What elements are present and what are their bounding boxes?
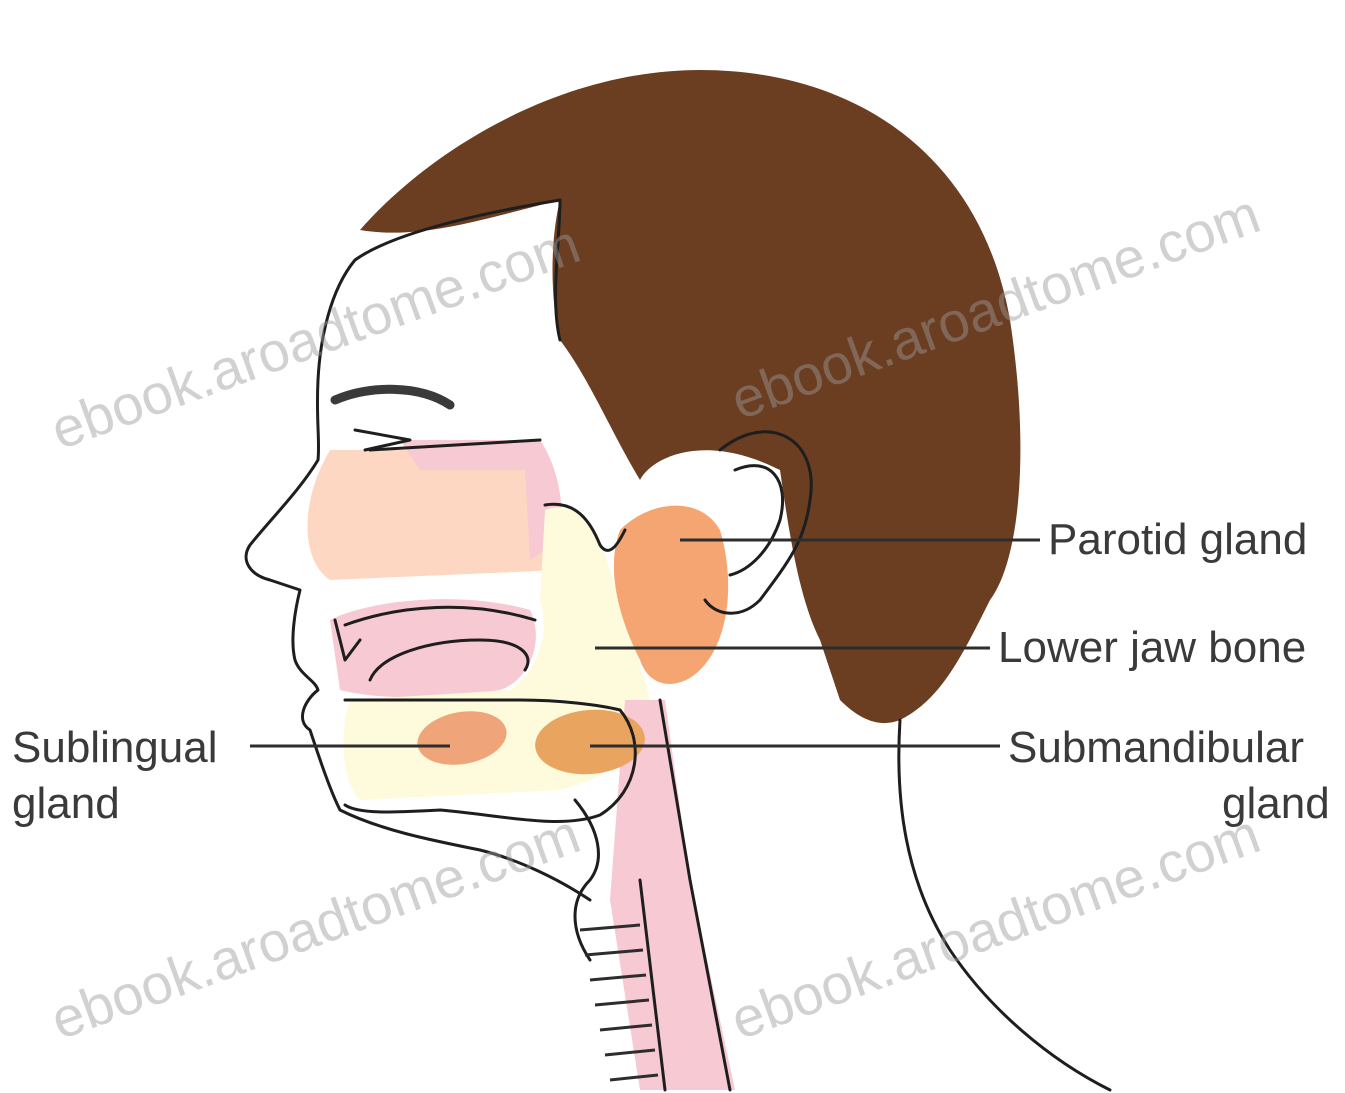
submandibular-gland-label-line1: Submandibular <box>1008 723 1304 772</box>
sublingual-gland-label-line1: Sublingual <box>12 723 218 772</box>
lower-jaw-bone-label: Lower jaw bone <box>998 623 1306 672</box>
eyebrow <box>335 389 450 405</box>
ear-inner <box>730 466 783 575</box>
watermark-4: ebook.aroadtome.com <box>723 801 1268 1051</box>
parotid-gland-label: Parotid gland <box>1048 515 1307 564</box>
watermark-3: ebook.aroadtome.com <box>43 801 588 1051</box>
sublingual-gland-label-line2: gland <box>12 779 120 828</box>
watermark-1: ebook.aroadtome.com <box>43 211 588 461</box>
larynx-outline <box>575 800 598 960</box>
